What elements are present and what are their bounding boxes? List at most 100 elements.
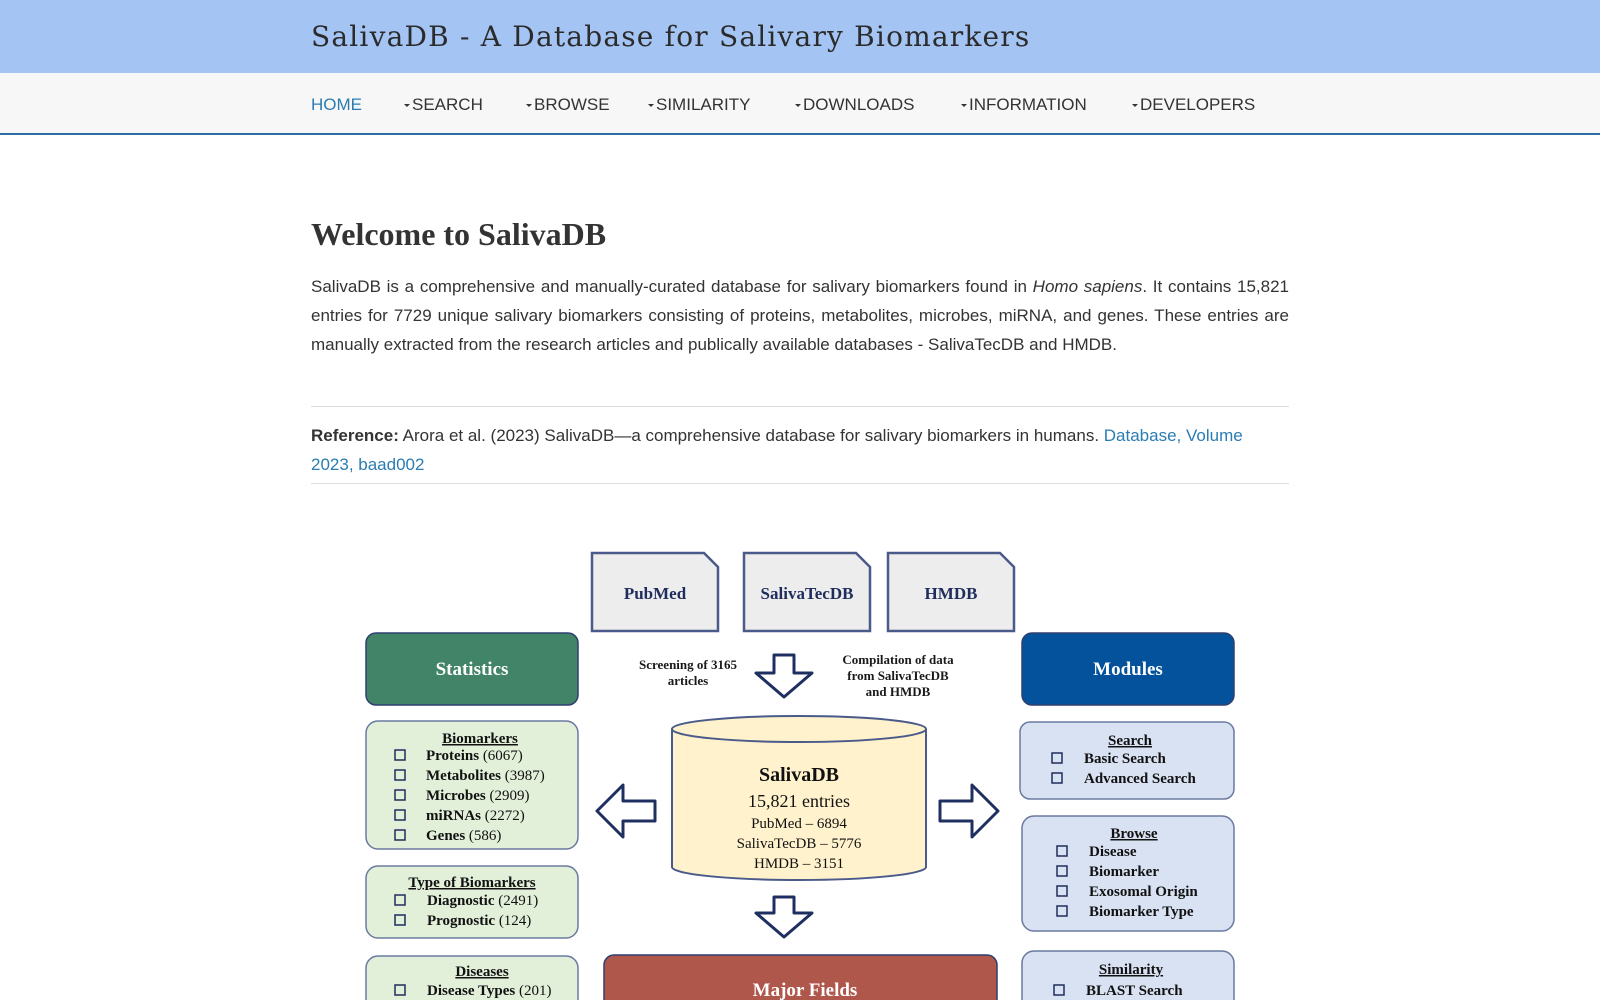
browse-exosomal-label: Exosomal Origin	[1089, 884, 1198, 900]
search-basic-label: Basic Search	[1084, 751, 1166, 767]
nav-search-label: SEARCH	[412, 95, 483, 114]
source-label-pubmed: PubMed	[624, 584, 687, 603]
biomarker-types-title: Type of Biomarkers	[408, 875, 535, 891]
search-module-box: Search Basic Search Advanced Search	[1019, 721, 1235, 800]
nav-information-label: INFORMATION	[969, 95, 1087, 114]
svg-text:Proteins (6067): Proteins (6067)	[426, 748, 523, 764]
svg-text:Genes (586): Genes (586)	[426, 828, 501, 844]
overview-diagram: PubMed SalivaTecDB HMDB Statistics Modul…	[365, 551, 1235, 1000]
biomarker-genes-count: (586)	[465, 828, 501, 844]
biomarker-microbes-name: Microbes	[426, 788, 486, 804]
intro-text-end: . It contains 15,821 entries for 7729 un…	[311, 277, 1290, 354]
browse-disease-label: Disease	[1089, 844, 1137, 860]
caret-down-icon	[795, 104, 801, 108]
modules-title: Modules	[1093, 659, 1163, 680]
checkbox-icon	[394, 789, 406, 801]
source-box-hmdb: HMDB	[886, 551, 1016, 633]
overview-figure: PubMed SalivaTecDB HMDB Statistics Modul…	[360, 545, 1240, 1000]
biomarker-genes-name: Genes	[426, 828, 465, 844]
db-entries: 15,821 entries	[748, 791, 850, 811]
biomarker-proteins-name: Proteins	[426, 748, 479, 764]
checkbox-icon	[1056, 845, 1068, 857]
svg-text:Prognostic (124): Prognostic (124)	[427, 913, 531, 929]
checkbox-icon	[394, 749, 406, 761]
reference-label: Reference:	[311, 426, 399, 445]
arrow-right	[938, 783, 1000, 839]
type-diagnostic-name: Diagnostic	[427, 893, 495, 909]
browse-module-box: Browse Disease Biomarker Exosomal Origin…	[1021, 815, 1235, 932]
browse-biomarker-label: Biomarker	[1089, 864, 1159, 880]
site-header: SalivaDB - A Database for Salivary Bioma…	[0, 0, 1600, 73]
nav-downloads-label: DOWNLOADS	[803, 95, 915, 114]
nav-information[interactable]: INFORMATION	[961, 95, 1087, 115]
similarity-module-title: Similarity	[1099, 962, 1164, 978]
type-diagnostic-count: (2491)	[495, 893, 539, 909]
checkbox-icon	[1051, 752, 1063, 764]
reference-link[interactable]: Database, Volume 2023, baad002	[311, 426, 1243, 474]
species-name: Homo sapiens	[1032, 277, 1143, 296]
source-label-hmdb: HMDB	[925, 584, 978, 603]
screening-line-1: Screening of 3165	[639, 657, 737, 672]
major-fields-header: Major Fields	[603, 954, 998, 1000]
checkbox-icon	[1051, 772, 1063, 784]
nav-similarity[interactable]: SIMILARITY	[648, 95, 750, 115]
checkbox-icon	[394, 829, 406, 841]
diseases-title: Diseases	[455, 964, 508, 980]
arrow-left	[595, 783, 657, 839]
similarity-module-box: Similarity BLAST Search	[1021, 950, 1235, 1000]
checkbox-icon	[1056, 865, 1068, 877]
caret-down-icon	[648, 104, 654, 108]
search-module-title: Search	[1108, 733, 1153, 749]
screening-line-2: articles	[668, 673, 708, 688]
checkbox-icon	[394, 769, 406, 781]
db-line-hmdb: HMDB – 3151	[754, 856, 844, 872]
checkbox-icon	[394, 914, 406, 926]
biomarker-metabolites-name: Metabolites	[426, 768, 501, 784]
nav-downloads[interactable]: DOWNLOADS	[795, 95, 914, 115]
db-title: SalivaDB	[759, 764, 839, 786]
source-label-salivatecdb: SalivaTecDB	[761, 584, 854, 603]
arrow-down-top	[754, 653, 814, 699]
type-prognostic-count: (124)	[495, 913, 531, 929]
biomarkers-box: Biomarkers Proteins (6067) Metabolites (…	[365, 720, 579, 850]
biomarker-mirnas-name: miRNAs	[426, 808, 481, 824]
nav-search[interactable]: SEARCH	[404, 95, 483, 115]
nav-browse-label: BROWSE	[534, 95, 610, 114]
nav-home[interactable]: HOME	[311, 95, 362, 115]
biomarker-metabolites-count: (3987)	[501, 768, 545, 784]
db-line-pubmed: PubMed – 6894	[751, 816, 847, 832]
biomarker-proteins-count: (6067)	[479, 748, 523, 764]
statistics-title: Statistics	[436, 659, 509, 680]
type-prognostic-name: Prognostic	[427, 913, 495, 929]
caret-down-icon	[526, 104, 532, 108]
compilation-line-3: and HMDB	[866, 684, 931, 699]
svg-text:miRNAs (2272): miRNAs (2272)	[426, 808, 525, 824]
similarity-blast-label: BLAST Search	[1086, 983, 1183, 999]
checkbox-icon	[394, 894, 406, 906]
page-title: Welcome to SalivaDB	[311, 216, 607, 252]
reference-section: Reference: Arora et al. (2023) SalivaDB—…	[311, 406, 1289, 484]
source-box-pubmed: PubMed	[590, 551, 720, 633]
svg-text:Diagnostic (2491): Diagnostic (2491)	[427, 893, 538, 909]
source-box-salivatecdb: SalivaTecDB	[742, 551, 872, 633]
site-title[interactable]: SalivaDB - A Database for Salivary Bioma…	[311, 20, 1031, 53]
nav-developers[interactable]: DEVELOPERS	[1132, 95, 1255, 115]
major-fields-title: Major Fields	[753, 980, 858, 1000]
checkbox-icon	[394, 984, 406, 996]
disease-types-name: Disease Types	[427, 983, 515, 999]
disease-types-count: (201)	[515, 983, 551, 999]
checkbox-icon	[394, 809, 406, 821]
svg-text:Metabolites (3987): Metabolites (3987)	[426, 768, 545, 784]
nav-similarity-label: SIMILARITY	[656, 95, 751, 114]
salivadb-cylinder: SalivaDB 15,821 entries PubMed – 6894 Sa…	[671, 715, 927, 881]
biomarker-mirnas-count: (2272)	[481, 808, 525, 824]
nav-browse[interactable]: BROWSE	[526, 95, 610, 115]
biomarkers-title: Biomarkers	[442, 731, 518, 747]
biomarker-microbes-count: (2909)	[486, 788, 530, 804]
checkbox-icon	[1053, 984, 1065, 996]
db-line-salivatecdb: SalivaTecDB – 5776	[737, 836, 862, 852]
browse-module-title: Browse	[1110, 826, 1158, 842]
arrow-down-bottom	[754, 895, 814, 939]
caret-down-icon	[961, 104, 967, 108]
intro-paragraph: SalivaDB is a comprehensive and manually…	[311, 272, 1289, 359]
